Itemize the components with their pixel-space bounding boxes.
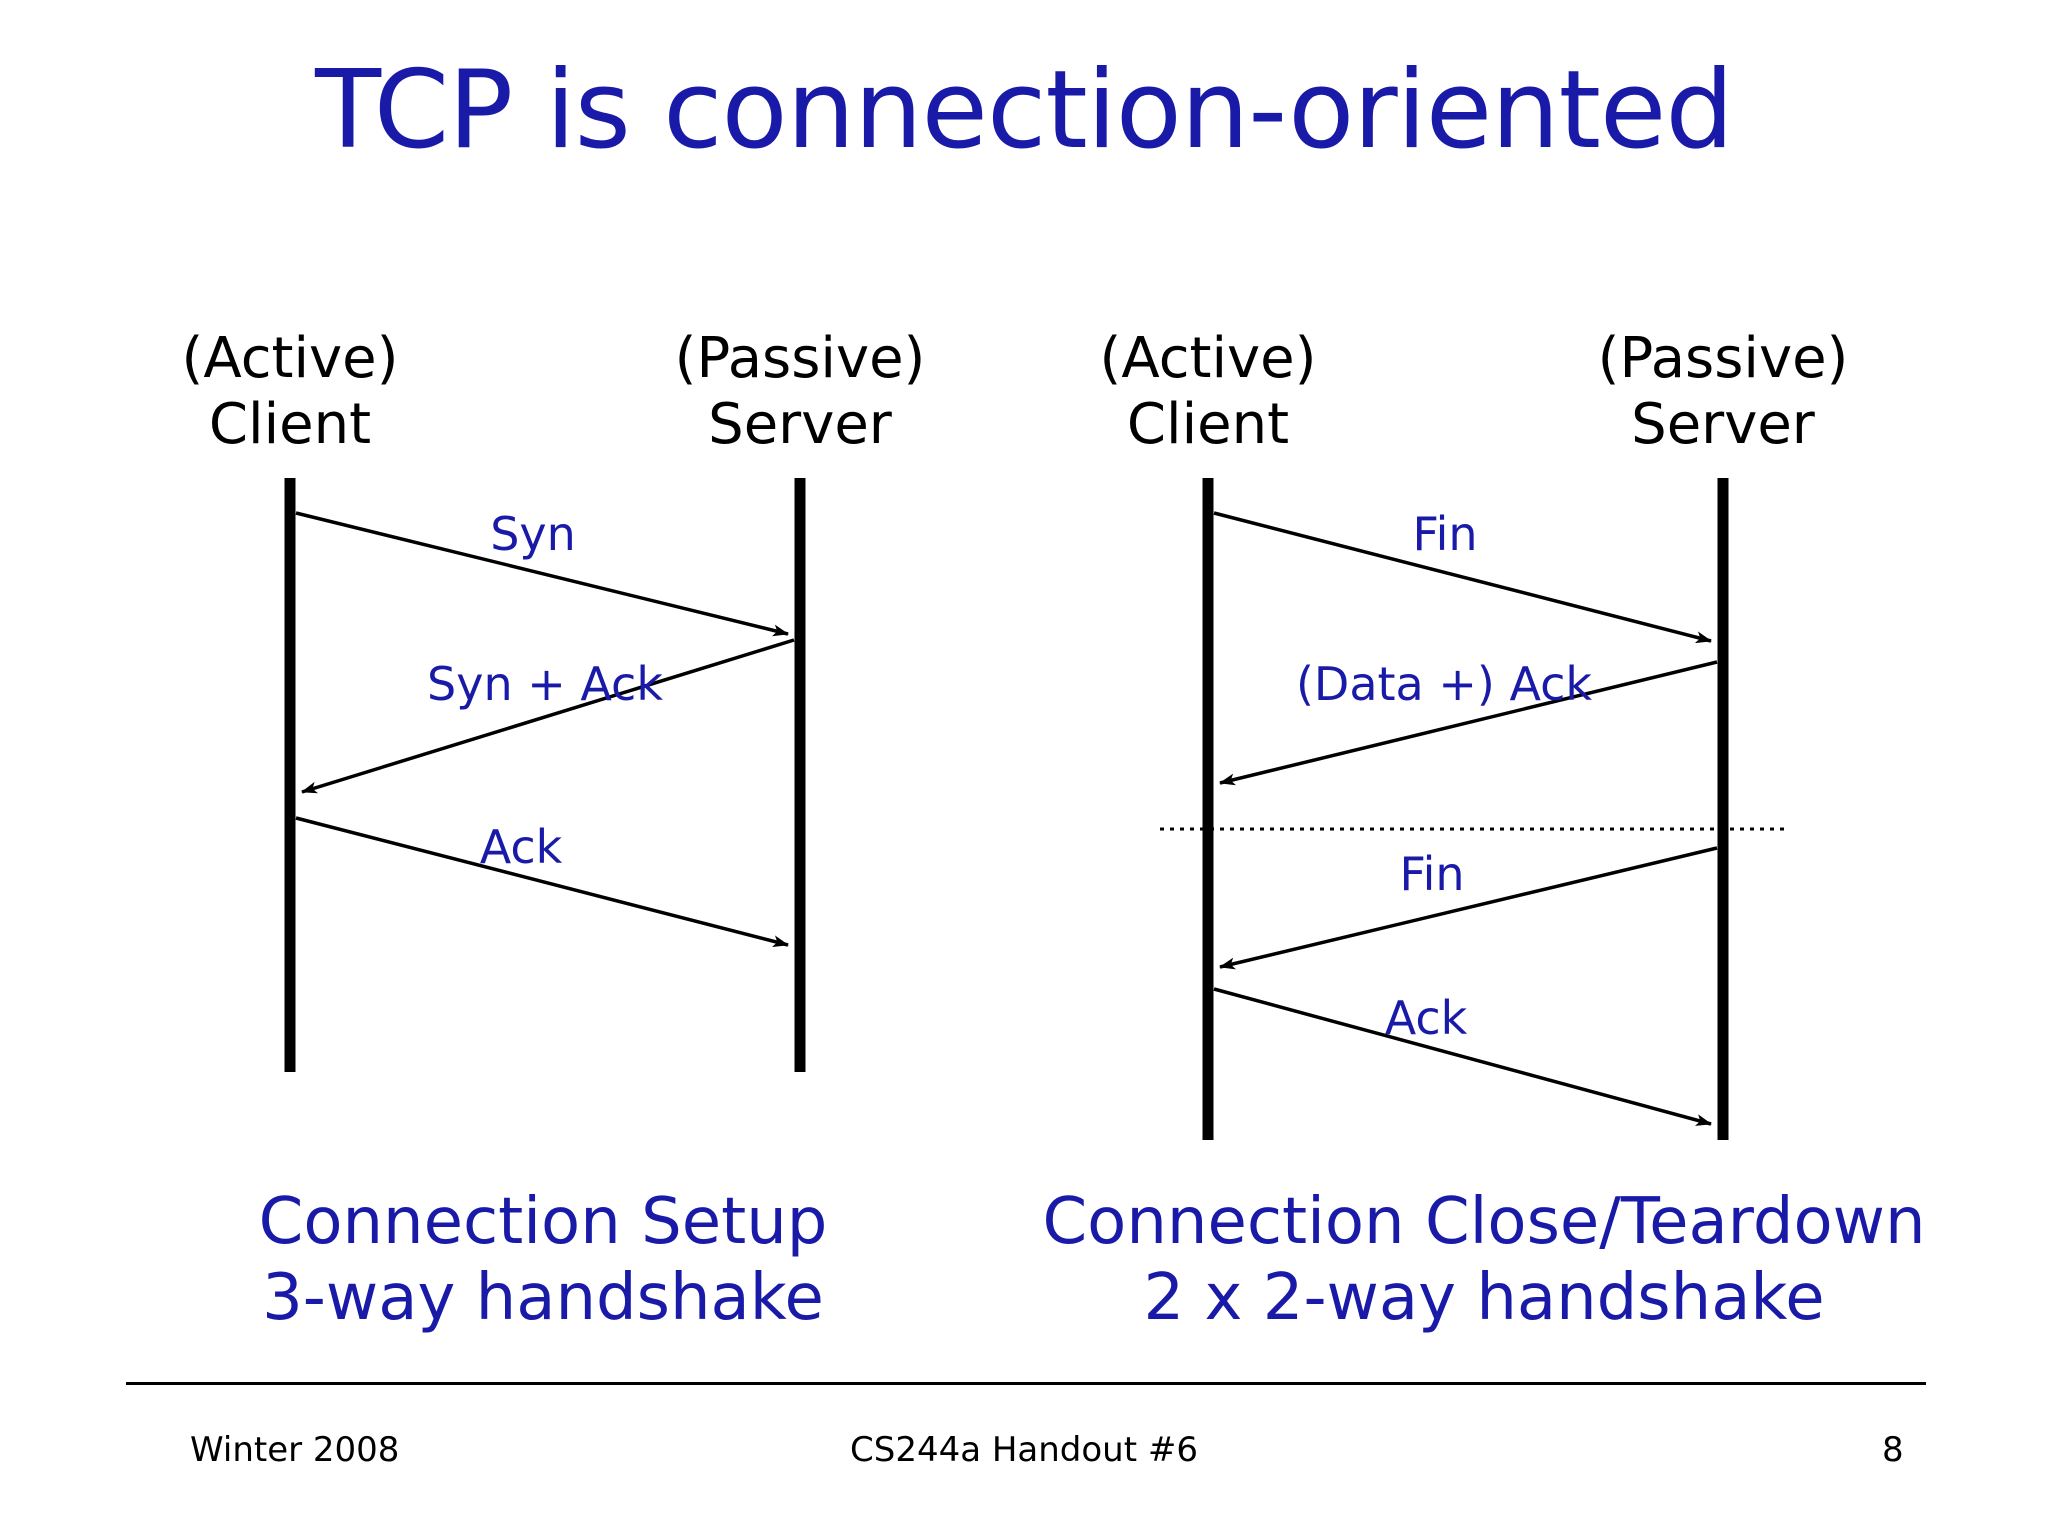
arrow-right-fin-2 <box>1219 846 1718 970</box>
right-client-head-line2: Client <box>1126 392 1290 458</box>
left-server-head-line1: (Passive) <box>674 326 926 391</box>
message-label-right-data-ack: (Data +) Ack <box>1295 657 1593 711</box>
message-label-right-fin-2: Fin <box>1399 847 1465 901</box>
message-label-left-ack: Ack <box>479 820 563 874</box>
left-client-head-line2: Client <box>208 392 372 458</box>
footer-page-number: 8 <box>1882 1430 1904 1470</box>
left-client-head-line1: (Active) <box>181 326 399 391</box>
left-server-head-line2: Server <box>708 392 892 458</box>
right-diagram-caption: Connection Close/Teardown 2 x 2-way hand… <box>1042 1185 1925 1336</box>
right-caption-line1: Connection Close/Teardown <box>1042 1185 1926 1259</box>
right-server-head: (Passive) Server <box>1598 326 1849 458</box>
right-client-head: (Active) Client <box>1100 326 1317 458</box>
message-label-right-ack: Ack <box>1384 991 1468 1045</box>
message-label-left-syn-ack: Syn + Ack <box>427 657 663 711</box>
message-label-left-syn: Syn <box>490 507 576 561</box>
page-title: TCP is connection-oriented <box>315 48 1734 173</box>
footer-course-handout: CS244a Handout #6 <box>849 1430 1199 1470</box>
right-caption-line2: 2 x 2-way handshake <box>1143 1260 1825 1335</box>
left-client-head: (Active) Client <box>182 326 399 458</box>
left-caption-line1: Connection Setup <box>258 1185 828 1259</box>
right-server-head-line1: (Passive) <box>1597 326 1849 391</box>
right-client-head-line1: (Active) <box>1099 326 1317 391</box>
right-server-head-line2: Server <box>1631 392 1815 458</box>
footer-term: Winter 2008 <box>190 1430 400 1470</box>
left-caption-line2: 3-way handshake <box>262 1260 824 1335</box>
left-server-head: (Passive) Server <box>675 326 926 458</box>
message-label-right-fin-1: Fin <box>1412 507 1478 561</box>
left-diagram-caption: Connection Setup 3-way handshake <box>259 1185 828 1336</box>
footer-divider <box>126 1382 1926 1385</box>
